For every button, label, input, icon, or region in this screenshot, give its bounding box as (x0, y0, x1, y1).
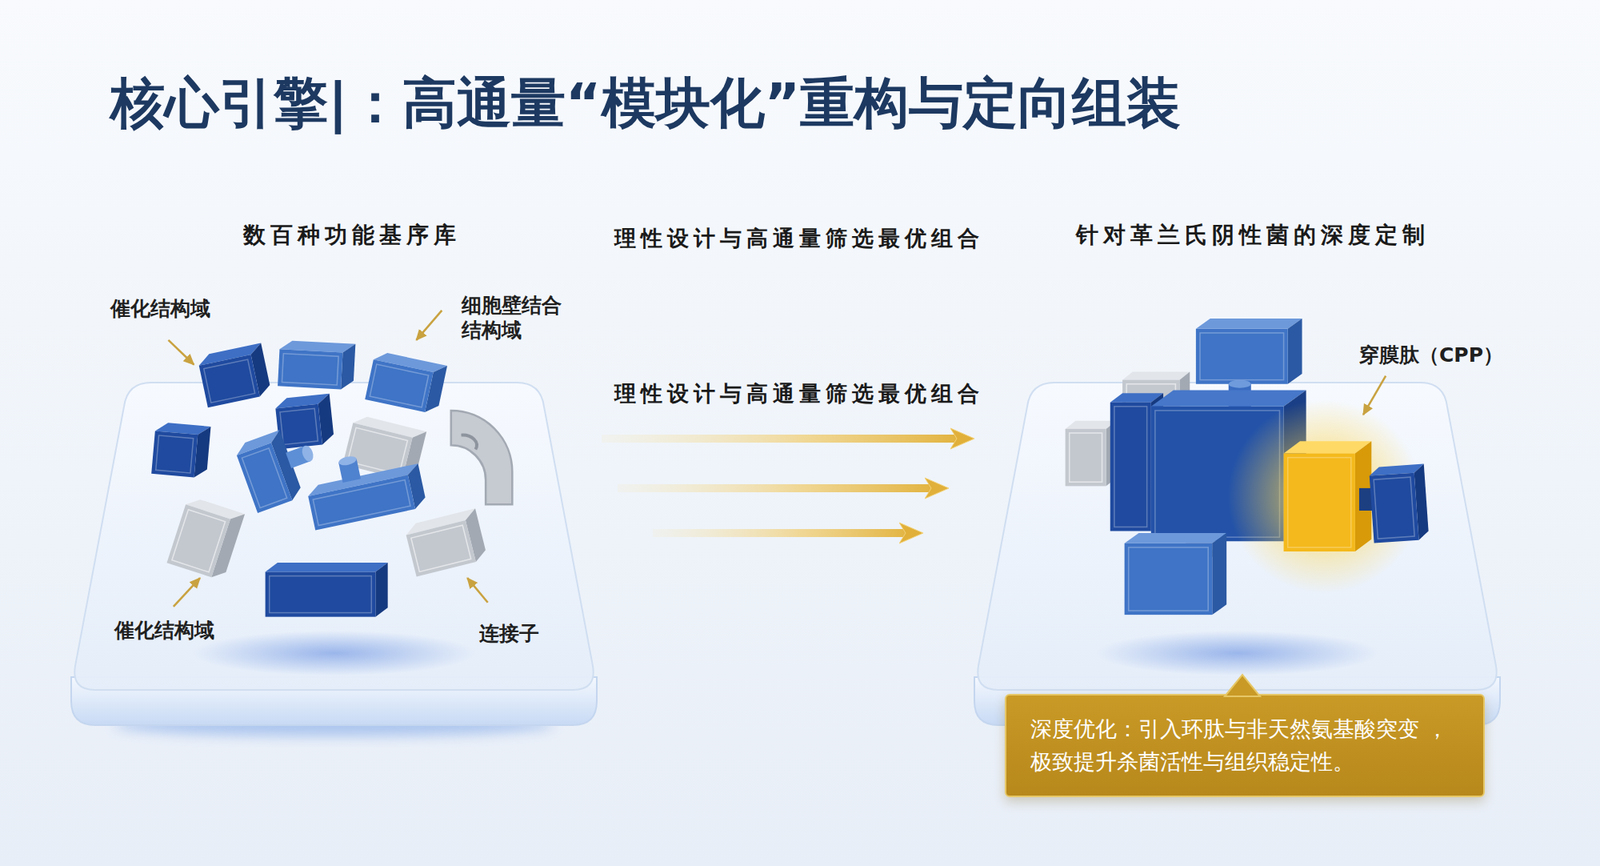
cpp-block (1284, 440, 1372, 552)
assembly-panel: 针对革兰氏阴性菌的深度定制 (974, 220, 1500, 725)
glow (1227, 399, 1421, 593)
module-block-part (277, 348, 343, 389)
module-block (274, 393, 335, 449)
core-block-part (1151, 389, 1307, 406)
module-block-part (375, 562, 388, 617)
flow-arrow (617, 484, 933, 492)
module-block-part (156, 435, 194, 473)
step-heading: 理性设计与高通量筛选最优组合 (614, 224, 984, 252)
module-block-part (151, 430, 198, 477)
module-block-part (411, 524, 472, 572)
cpp-block-part (1284, 453, 1356, 552)
module-block-part (1124, 543, 1213, 615)
note-text: 深度优化：引入环肽与非天然氨基酸突变 ，极致提升杀菌活性与组织稳定性。 (1030, 712, 1460, 778)
module-block-part (1212, 532, 1227, 615)
module-block-part (1288, 318, 1303, 384)
module-block-part (280, 408, 318, 444)
cpp-block-part (1288, 457, 1352, 548)
module-block-part (1200, 332, 1284, 380)
platform-shadow (1095, 630, 1380, 676)
platform-top (977, 382, 1496, 690)
module-block (1368, 464, 1429, 544)
panel-heading: 数百种功能基序库 (71, 220, 597, 250)
module-block (1065, 420, 1117, 487)
part-label: 穿膜肽（CPP） (1359, 342, 1504, 368)
module-block (277, 340, 356, 390)
module-block-part (265, 562, 388, 572)
module-block-part (1065, 428, 1107, 486)
leader-line (416, 310, 442, 340)
module-block (265, 562, 388, 617)
leader-line (168, 340, 194, 365)
platform-top (74, 382, 593, 690)
module-block-part (1128, 547, 1208, 611)
part-label: 催化结构域 (114, 617, 215, 643)
flow-arrow (601, 434, 959, 443)
module-block-part (265, 572, 376, 617)
module-block-part (269, 576, 372, 613)
module-block-part (1196, 328, 1288, 384)
module-block-part (281, 353, 339, 385)
module-block-part (1122, 371, 1190, 380)
part-label: 连接子 (479, 620, 540, 646)
flow-arrow (652, 528, 908, 537)
connector-rod-part (1228, 380, 1252, 388)
module-block-part (369, 364, 428, 408)
part-label: 催化结构域 (110, 296, 211, 321)
module-block-part (1114, 406, 1148, 528)
callout-pointer (1224, 673, 1260, 696)
platform-shadow (192, 630, 476, 676)
platform-shape (974, 220, 1500, 725)
module-block-part (204, 359, 256, 403)
callout-pointer-shape (1224, 674, 1260, 696)
note-callout: 深度优化：引入环肽与非天然氨基酸突变 ，极致提升杀菌活性与组织稳定性。 (1004, 693, 1485, 797)
curved-linker-part (461, 435, 477, 450)
module-block-part (1196, 318, 1303, 329)
module-block-part (1069, 432, 1103, 482)
title: 核心引擎|：高通量“模块化”重构与定向组装 (110, 70, 1181, 136)
module-block-part (1369, 472, 1420, 544)
module-block (151, 421, 211, 479)
arrow-caption: 理性设计与高通量筛选最优组合 (614, 379, 984, 408)
module-block-part (1124, 532, 1228, 544)
module-block (1124, 532, 1228, 615)
module-block-part (1373, 476, 1415, 539)
part-label: 细胞壁结合 结构域 (461, 292, 576, 344)
module-block-part (1110, 402, 1152, 532)
panel-heading: 针对革兰氏阴性菌的深度定制 (974, 220, 1500, 250)
module-block (1196, 318, 1303, 384)
